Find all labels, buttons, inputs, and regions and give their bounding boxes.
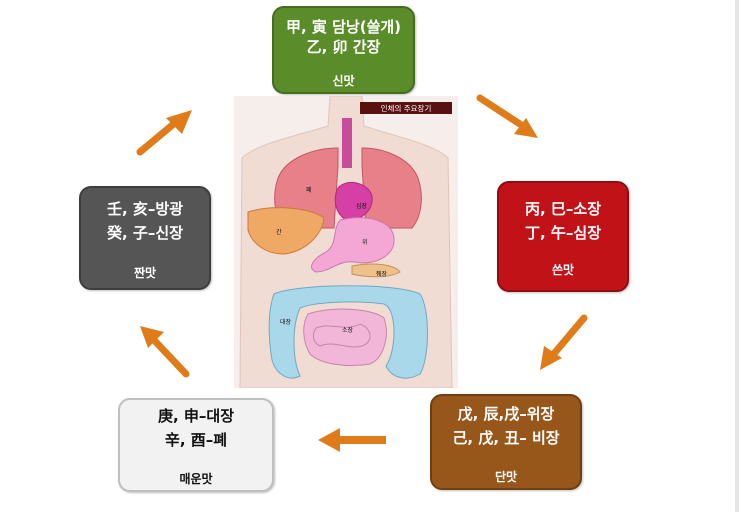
small-intestine-shape <box>303 308 387 367</box>
small-intestine-coil <box>312 323 371 348</box>
earth-line-1: 戊, 辰,戌–위장 <box>457 405 555 423</box>
illustration-caption: 인체의 주요장기 <box>381 103 432 113</box>
human-organs-illustration: 인체의 주요장기 폐 심장 간 위 췌장 대장 소장 <box>234 96 458 388</box>
earth-taste: 단맛 <box>494 470 518 484</box>
trachea-shape <box>342 118 352 168</box>
liver-shape <box>247 207 325 255</box>
arrow-earth-to-metal <box>318 428 386 452</box>
label-small-intestine: 소장 <box>342 326 354 334</box>
caption-background <box>360 102 452 114</box>
water-line-1: 壬, 亥–방광 <box>106 200 184 218</box>
label-pancreas: 췌장 <box>376 270 388 278</box>
page-edge <box>735 0 739 512</box>
arrow-water-to-wood <box>136 110 192 156</box>
large-intestine-shape <box>268 285 428 379</box>
water-line-2: 癸, 子–신장 <box>106 224 184 242</box>
arrow-metal-to-water <box>140 326 190 378</box>
metal-line-2: 辛, 酉–폐 <box>164 431 228 449</box>
stomach-shape <box>311 217 395 273</box>
fire-element-box: 丙, 巳–소장 丁, 午–심장 쓴맛 <box>497 181 629 292</box>
metal-element-box: 庚, 申–대장 辛, 酉–폐 매운맛 <box>118 398 274 492</box>
water-taste: 짠맛 <box>133 266 157 280</box>
label-liver: 간 <box>276 228 282 236</box>
pancreas-shape <box>351 263 401 278</box>
metal-taste: 매운맛 <box>179 472 213 486</box>
wood-line-2: 乙, 卯 간장 <box>306 38 381 56</box>
water-element-box: 壬, 亥–방광 癸, 子–신장 짠맛 <box>79 186 211 290</box>
wood-line-1: 甲, 寅 담낭(쓸개) <box>285 18 402 36</box>
fire-line-2: 丁, 午–심장 <box>524 224 602 242</box>
earth-element-box: 戊, 辰,戌–위장 己, 戊, 丑– 비장 단맛 <box>430 394 582 490</box>
earth-line-2: 己, 戊, 丑– 비장 <box>452 429 560 447</box>
arrow-wood-to-fire <box>476 94 538 138</box>
fire-taste: 쓴맛 <box>551 263 575 277</box>
label-large-intestine: 대장 <box>280 318 292 326</box>
fire-line-1: 丙, 巳–소장 <box>524 200 602 218</box>
heart-shape <box>334 181 373 221</box>
lung-right-shape <box>361 147 422 229</box>
label-heart: 심장 <box>356 202 368 210</box>
metal-line-1: 庚, 申–대장 <box>157 407 235 425</box>
wood-taste: 신맛 <box>332 74 355 88</box>
wood-element-box: 甲, 寅 담낭(쓸개) 乙, 卯 간장 신맛 <box>272 6 415 94</box>
arrow-fire-to-earth <box>540 314 588 370</box>
label-lung: 폐 <box>306 186 312 194</box>
label-stomach: 위 <box>362 238 368 246</box>
